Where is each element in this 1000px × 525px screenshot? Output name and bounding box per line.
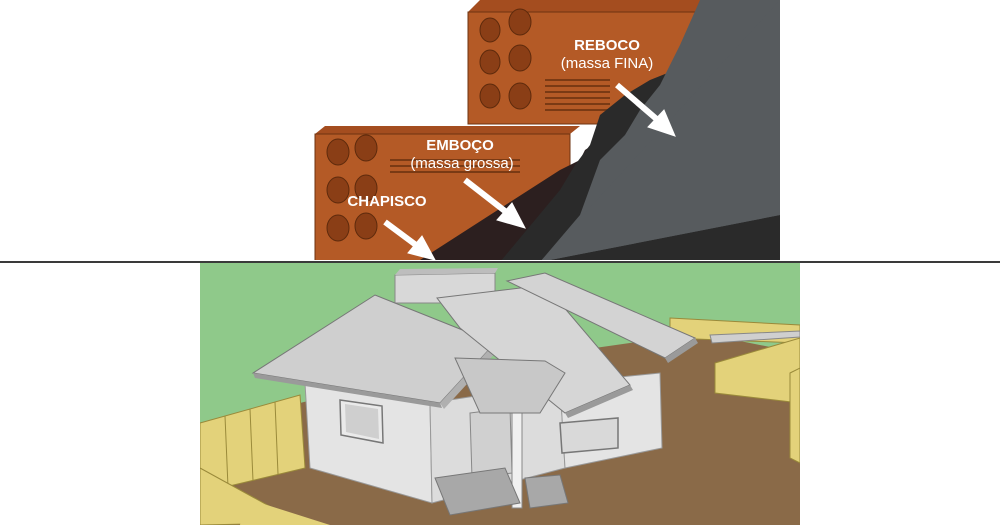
chapisco-layer [420, 120, 615, 260]
panel-divider [0, 261, 1000, 263]
emboco-subtitle: (massa grossa) [410, 155, 513, 172]
layer-arrows [383, 82, 676, 261]
left-fence [199, 394, 330, 525]
wall-section-illustration: REBOCO (massa FINA) EMBOÇO (massa grossa… [0, 0, 1000, 262]
reboco-subtitle: (massa FINA) [561, 55, 654, 72]
reboco-title: REBOCO [574, 37, 640, 54]
house-model-illustration [0, 263, 1000, 525]
emboco-title: EMBOÇO [426, 137, 494, 154]
chapisco-title: CHAPISCO [347, 193, 427, 210]
right-fence [669, 317, 801, 464]
house-roofs [251, 272, 698, 418]
